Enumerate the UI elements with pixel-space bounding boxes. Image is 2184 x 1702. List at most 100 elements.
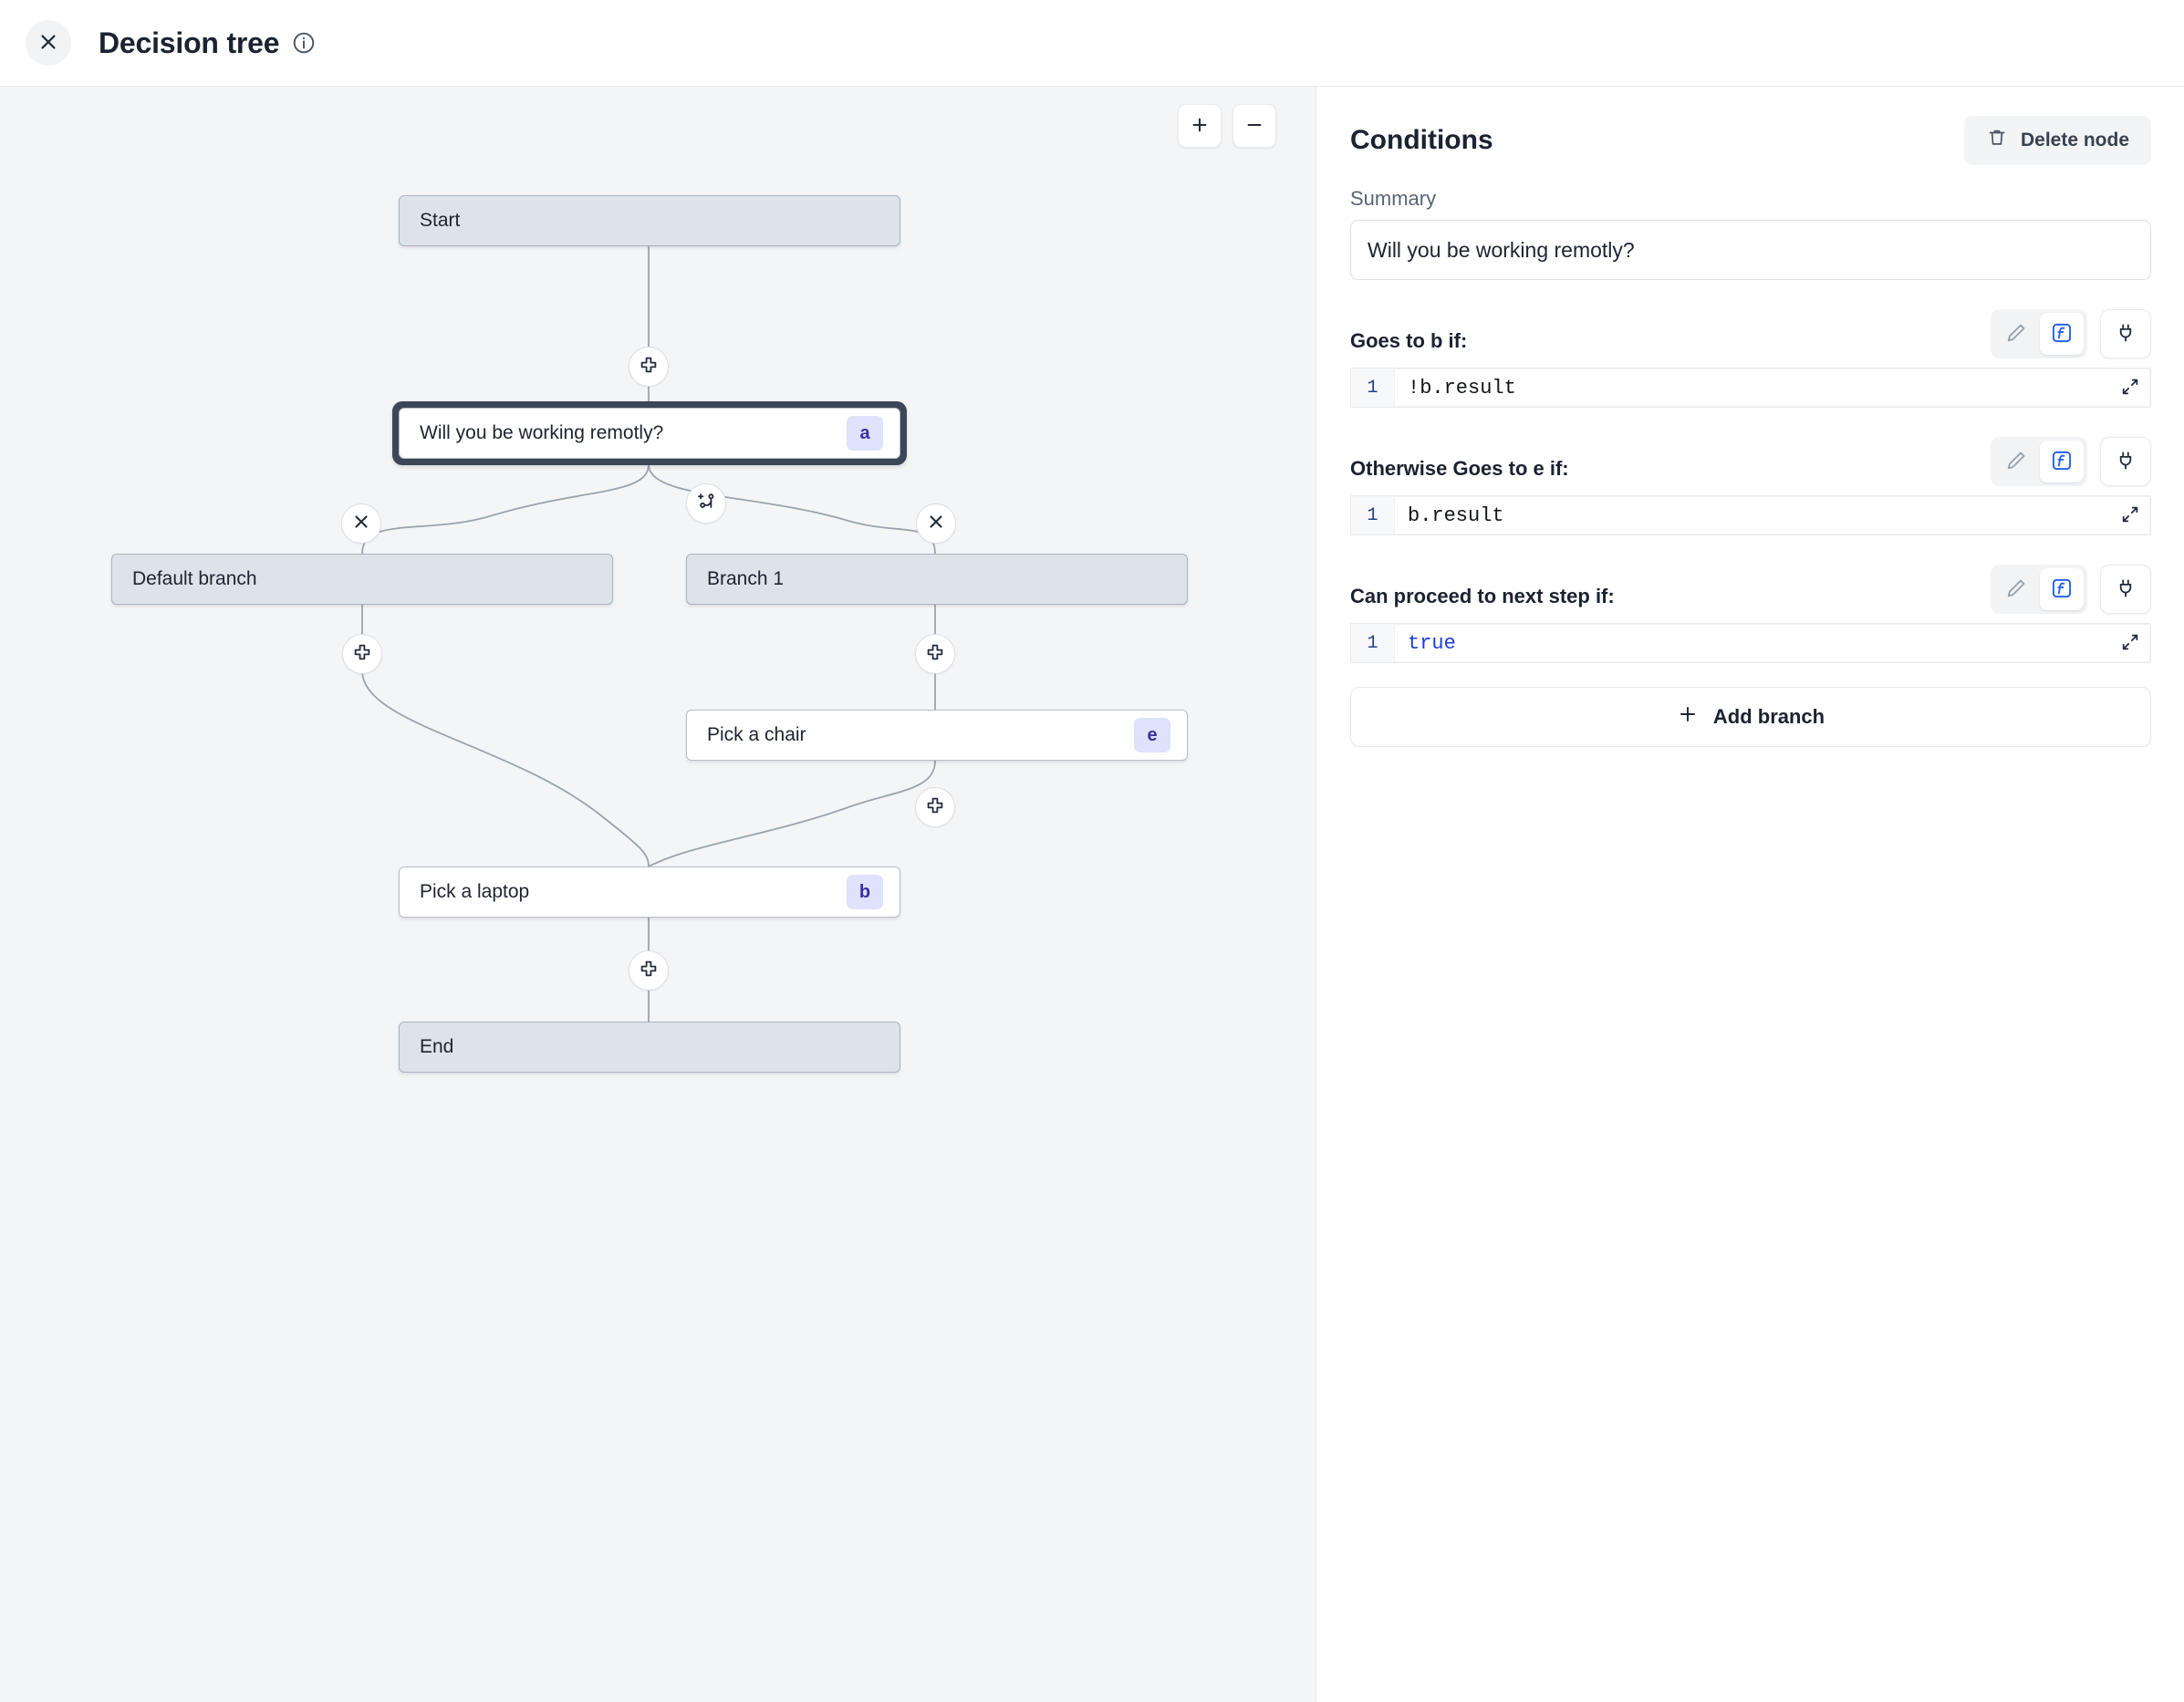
expand-icon — [2120, 504, 2140, 527]
plus-icon — [1190, 115, 1210, 138]
condition-tools — [1991, 309, 2151, 358]
code-editor[interactable]: 1 true — [1350, 623, 2151, 663]
expression-mode-button[interactable] — [2040, 568, 2084, 610]
panel-title: Conditions — [1350, 125, 1493, 155]
line-number: 1 — [1351, 496, 1395, 534]
plus-icon — [1677, 703, 1699, 731]
add-branch-handle[interactable] — [686, 483, 726, 524]
close-icon — [38, 32, 58, 55]
function-icon — [2050, 449, 2074, 475]
mode-toggle-group — [1991, 309, 2087, 358]
flow-node-e[interactable]: Pick a chair e — [686, 710, 1188, 761]
plug-icon — [2115, 322, 2137, 347]
add-step-handle-after-start[interactable] — [629, 347, 669, 387]
condition-label: Goes to b if: — [1350, 329, 1468, 352]
remove-branch-handle-1[interactable] — [916, 503, 956, 544]
minus-icon — [1244, 115, 1264, 138]
pencil-icon — [2004, 321, 2028, 348]
add-step-handle-after-chair[interactable] — [915, 787, 955, 827]
edit-mode-button[interactable] — [1994, 568, 2038, 610]
remove-branch-handle-default[interactable] — [341, 503, 381, 544]
code-content[interactable]: !b.result — [1408, 376, 1516, 400]
panel-header: Conditions Delete node — [1350, 116, 2151, 165]
app-header: Decision tree — [0, 0, 2184, 87]
add-step-handle-after-default[interactable] — [342, 634, 382, 674]
code-content[interactable]: b.result — [1408, 503, 1504, 527]
node-badge: a — [847, 416, 883, 451]
node-label: Pick a laptop — [420, 881, 530, 902]
edit-mode-button[interactable] — [1994, 313, 2038, 355]
node-badge: e — [1134, 718, 1170, 752]
mode-toggle-group — [1991, 565, 2087, 614]
function-icon — [2050, 576, 2074, 603]
close-button[interactable] — [26, 20, 71, 66]
expand-editor-button[interactable] — [2112, 625, 2148, 661]
plug-icon — [2115, 450, 2137, 474]
flow-node-a[interactable]: Will you be working remotly? a — [399, 408, 900, 459]
plus-icon — [924, 794, 946, 821]
connect-button[interactable] — [2100, 565, 2151, 614]
flow-graph: Start Will you be working remotly? a — [0, 87, 1316, 1702]
code-content[interactable]: true — [1408, 631, 1456, 655]
mode-toggle-group — [1991, 437, 2087, 486]
flow-node-branch-1[interactable]: Branch 1 — [686, 554, 1188, 605]
condition-label: Otherwise Goes to e if: — [1350, 457, 1569, 480]
flow-node-b[interactable]: Pick a laptop b — [399, 867, 900, 918]
condition-block-2: Otherwise Goes to e if: — [1350, 435, 2151, 535]
add-branch-button[interactable]: Add branch — [1350, 687, 2151, 747]
plus-icon — [351, 641, 373, 668]
trash-icon — [1986, 127, 2008, 154]
add-step-handle-after-laptop[interactable] — [629, 950, 669, 991]
node-badge: b — [847, 875, 883, 909]
connect-button[interactable] — [2100, 437, 2151, 486]
add-branch-label: Add branch — [1712, 705, 1825, 728]
condition-row-header: Goes to b if: — [1350, 307, 2151, 358]
flow-node-start[interactable]: Start — [399, 195, 900, 246]
plug-icon — [2115, 577, 2137, 602]
flow-canvas[interactable]: Start Will you be working remotly? a — [0, 87, 1316, 1702]
expand-icon — [2120, 377, 2140, 400]
condition-tools — [1991, 565, 2151, 614]
flow-node-end[interactable]: End — [399, 1022, 900, 1073]
expand-editor-button[interactable] — [2112, 369, 2148, 406]
condition-block-3: Can proceed to next step if: — [1350, 563, 2151, 663]
pencil-icon — [2004, 449, 2028, 475]
info-icon[interactable] — [292, 31, 316, 55]
condition-label: Can proceed to next step if: — [1350, 585, 1615, 607]
node-label: Branch 1 — [707, 568, 785, 589]
condition-tools — [1991, 437, 2151, 486]
condition-row-header: Otherwise Goes to e if: — [1350, 435, 2151, 486]
close-icon — [925, 511, 947, 537]
close-icon — [350, 511, 372, 537]
zoom-out-button[interactable] — [1232, 104, 1276, 148]
delete-node-label: Delete node — [2020, 130, 2129, 150]
expression-mode-button[interactable] — [2040, 313, 2084, 355]
node-label: Start — [420, 210, 461, 231]
zoom-in-button[interactable] — [1178, 104, 1222, 148]
line-number: 1 — [1351, 624, 1395, 662]
connect-button[interactable] — [2100, 309, 2151, 358]
pencil-icon — [2004, 576, 2028, 603]
code-editor[interactable]: 1 !b.result — [1350, 368, 2151, 408]
code-editor[interactable]: 1 b.result — [1350, 495, 2151, 535]
page-title: Decision tree — [99, 26, 280, 59]
plus-icon — [638, 354, 660, 380]
flow-node-selected-wrapper: Will you be working remotly? a — [392, 401, 907, 465]
expand-editor-button[interactable] — [2112, 497, 2148, 534]
expression-mode-button[interactable] — [2040, 441, 2084, 483]
git-branch-plus-icon — [695, 491, 717, 517]
condition-row-header: Can proceed to next step if: — [1350, 563, 2151, 614]
flow-node-default-branch[interactable]: Default branch — [111, 554, 613, 605]
plus-icon — [638, 958, 660, 984]
plus-icon — [924, 641, 946, 668]
summary-input[interactable] — [1350, 220, 2151, 280]
delete-node-button[interactable]: Delete node — [1963, 116, 2151, 165]
condition-block-1: Goes to b if: — [1350, 307, 2151, 408]
conditions-panel: Conditions Delete node Summary Goes to b… — [1317, 87, 2184, 1702]
add-step-handle-after-branch-1[interactable] — [915, 634, 955, 674]
summary-label: Summary — [1350, 187, 1437, 210]
edit-mode-button[interactable] — [1994, 441, 2038, 483]
node-label: End — [420, 1036, 454, 1057]
node-label: Will you be working remotly? — [420, 422, 664, 443]
node-label: Default branch — [132, 568, 257, 589]
